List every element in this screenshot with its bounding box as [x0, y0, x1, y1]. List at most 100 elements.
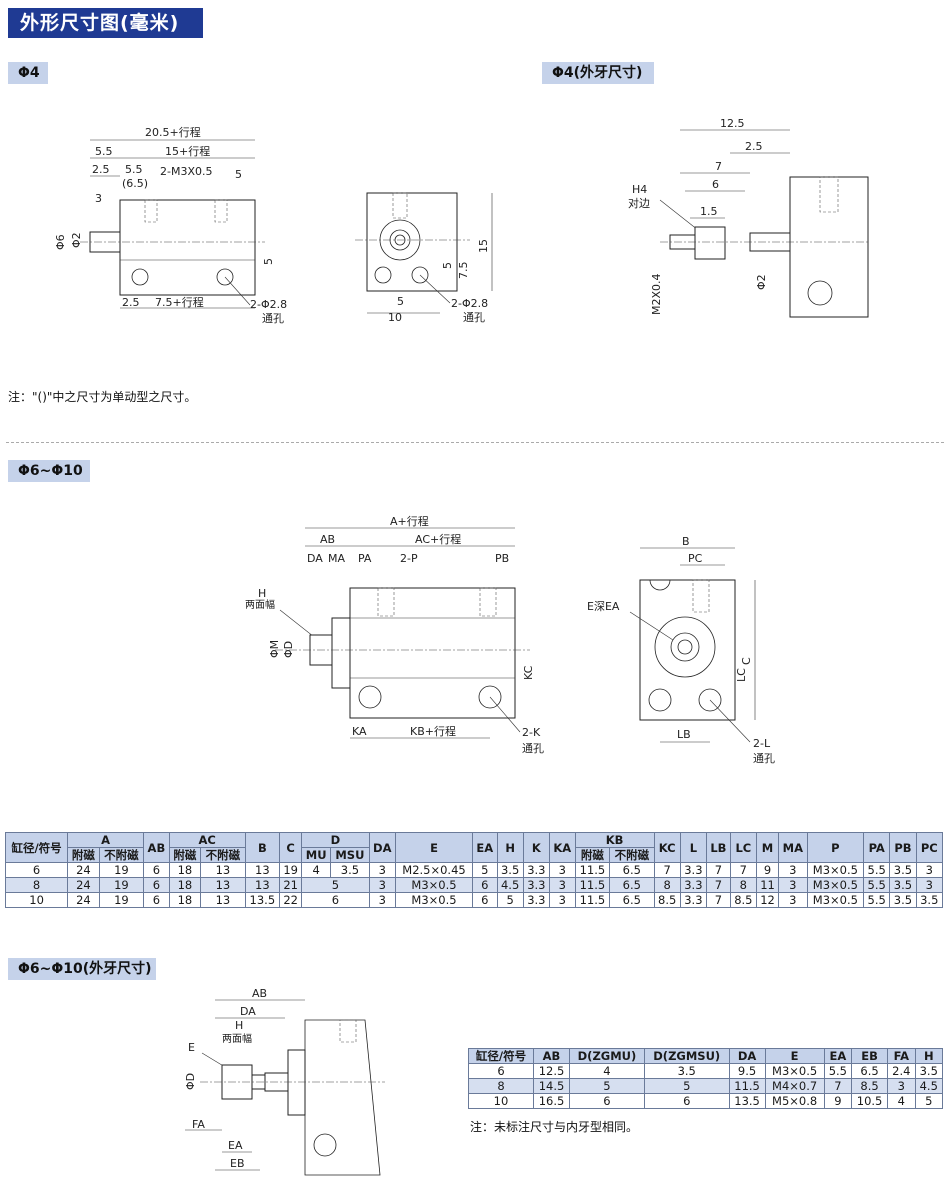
dim-label: 10: [388, 311, 402, 324]
table-cell: 3.5: [915, 892, 944, 908]
section-label-phi4: Φ4: [8, 62, 48, 84]
table-cell: 6.5: [609, 862, 655, 878]
table-cell: 9: [823, 1093, 853, 1109]
table-cell: 3.5: [496, 862, 524, 878]
dim-label: 5: [235, 168, 242, 181]
table-cell: 6.5: [851, 1063, 889, 1079]
table-cell: 7: [729, 862, 757, 878]
table-cell: 12.5: [532, 1063, 571, 1079]
table-cell: 22: [279, 892, 303, 908]
table-cell: 8: [4, 877, 69, 893]
table-cell: 13: [200, 862, 246, 878]
sub-header: 不附磁: [98, 847, 145, 863]
dim-label: MA: [328, 552, 345, 565]
dim-label: 5.5: [95, 145, 113, 158]
col-header: KC: [653, 832, 681, 863]
table-cell: 13: [200, 877, 246, 893]
dim-label: 2.5: [745, 140, 763, 153]
dim-label: 通孔: [463, 311, 485, 324]
table-cell: 3: [368, 877, 396, 893]
dim-label: EA: [228, 1139, 243, 1152]
drawing-phi4-side: 20.5+行程 5.5 15+行程 2.5 5.5 (6.5) 2-M3X0.5…: [54, 126, 287, 325]
table-cell: 3: [778, 892, 808, 908]
col-header: L: [679, 832, 708, 863]
table-cell: 10.5: [851, 1093, 889, 1109]
table-cell: 3.5: [643, 1063, 730, 1079]
col-header: 缸径/符号: [4, 832, 69, 863]
dim-label: 15+行程: [165, 145, 210, 158]
table-cell: 10: [468, 1093, 534, 1109]
table-cell: 5.5: [863, 877, 891, 893]
dim-label: 2-Φ2.8: [250, 298, 287, 311]
table-cell: 14.5: [532, 1078, 571, 1094]
table-cell: 5: [643, 1078, 730, 1094]
note-phi4: 注："()"中之尺寸为单动型之尺寸。: [8, 390, 197, 404]
table-cell: 4.5: [914, 1078, 944, 1094]
dim-label: DA: [240, 1005, 256, 1018]
table-cell: 6: [472, 877, 498, 893]
dim-label: 3: [95, 192, 102, 205]
dim-label: Φ2: [755, 274, 768, 290]
dim-label: KC: [522, 665, 535, 680]
table-cell: 18: [168, 877, 202, 893]
dim-label: 通孔: [262, 312, 284, 325]
dim-label: 2.5: [122, 296, 140, 309]
table-cell: M3×0.5: [764, 1063, 825, 1079]
table-cell: 7: [706, 862, 731, 878]
col-header: PB: [889, 832, 917, 863]
dim-label: 通孔: [753, 752, 775, 765]
table-cell: 16.5: [532, 1093, 571, 1109]
col-header: AC: [168, 832, 246, 848]
table-cell: 13: [244, 862, 281, 878]
dim-label: ΦM: [268, 640, 281, 658]
table-cell: 5: [496, 892, 524, 908]
col-header: DA: [368, 832, 396, 863]
table-cell: 3.5: [914, 1063, 944, 1079]
table-cell: 4: [301, 862, 332, 878]
table-cell: M3×0.5: [394, 892, 474, 908]
dim-label: H: [258, 587, 266, 600]
table-cell: M4×0.7: [764, 1078, 825, 1094]
dim-label: Φ2: [70, 232, 83, 248]
note-ext: 注：未标注尺寸与内牙型相同。: [470, 1120, 639, 1134]
table-cell: 3: [915, 877, 944, 893]
section-label-phi6-10: Φ6~Φ10: [8, 460, 90, 482]
table-cell: 8.5: [729, 892, 757, 908]
col-header: LC: [729, 832, 757, 863]
col-header: D(ZGMSU): [643, 1048, 730, 1064]
table-cell: 7: [706, 877, 731, 893]
col-header: A: [67, 832, 145, 848]
table-cell: 5: [914, 1093, 944, 1109]
table-cell: 13: [244, 877, 281, 893]
dim-label: 2-M3X0.5: [160, 165, 213, 178]
table-cell: M3×0.5: [806, 877, 865, 893]
dim-label: AC+行程: [415, 533, 461, 546]
col-header: H: [496, 832, 524, 863]
drawing-phi4-ext: 12.5 2.5 7 6 1.5 H4 对边 M2X0.4 Φ2: [628, 117, 870, 318]
dim-label: 5: [397, 295, 404, 308]
dim-label: EB: [230, 1157, 245, 1170]
table-cell: 6.5: [609, 877, 655, 893]
table-cell: 3: [548, 862, 576, 878]
table-cell: 13.5: [244, 892, 281, 908]
col-header: MA: [778, 832, 808, 863]
dim-label: H: [235, 1019, 243, 1032]
table-cell: 6: [468, 1063, 534, 1079]
table-cell: 3: [548, 892, 576, 908]
dim-label: 2-L: [753, 737, 771, 750]
sub-header: 附磁: [574, 847, 611, 863]
table-cell: 5.5: [863, 862, 891, 878]
sub-header: MU: [301, 847, 332, 863]
table-cell: M5×0.8: [764, 1093, 825, 1109]
col-header: LB: [706, 832, 731, 863]
dim-label: E深EA: [587, 600, 620, 613]
table-cell: 3: [778, 862, 808, 878]
table-cell: 6: [301, 892, 370, 908]
col-header: DA: [728, 1048, 766, 1064]
dim-label: 2-K: [522, 726, 541, 739]
